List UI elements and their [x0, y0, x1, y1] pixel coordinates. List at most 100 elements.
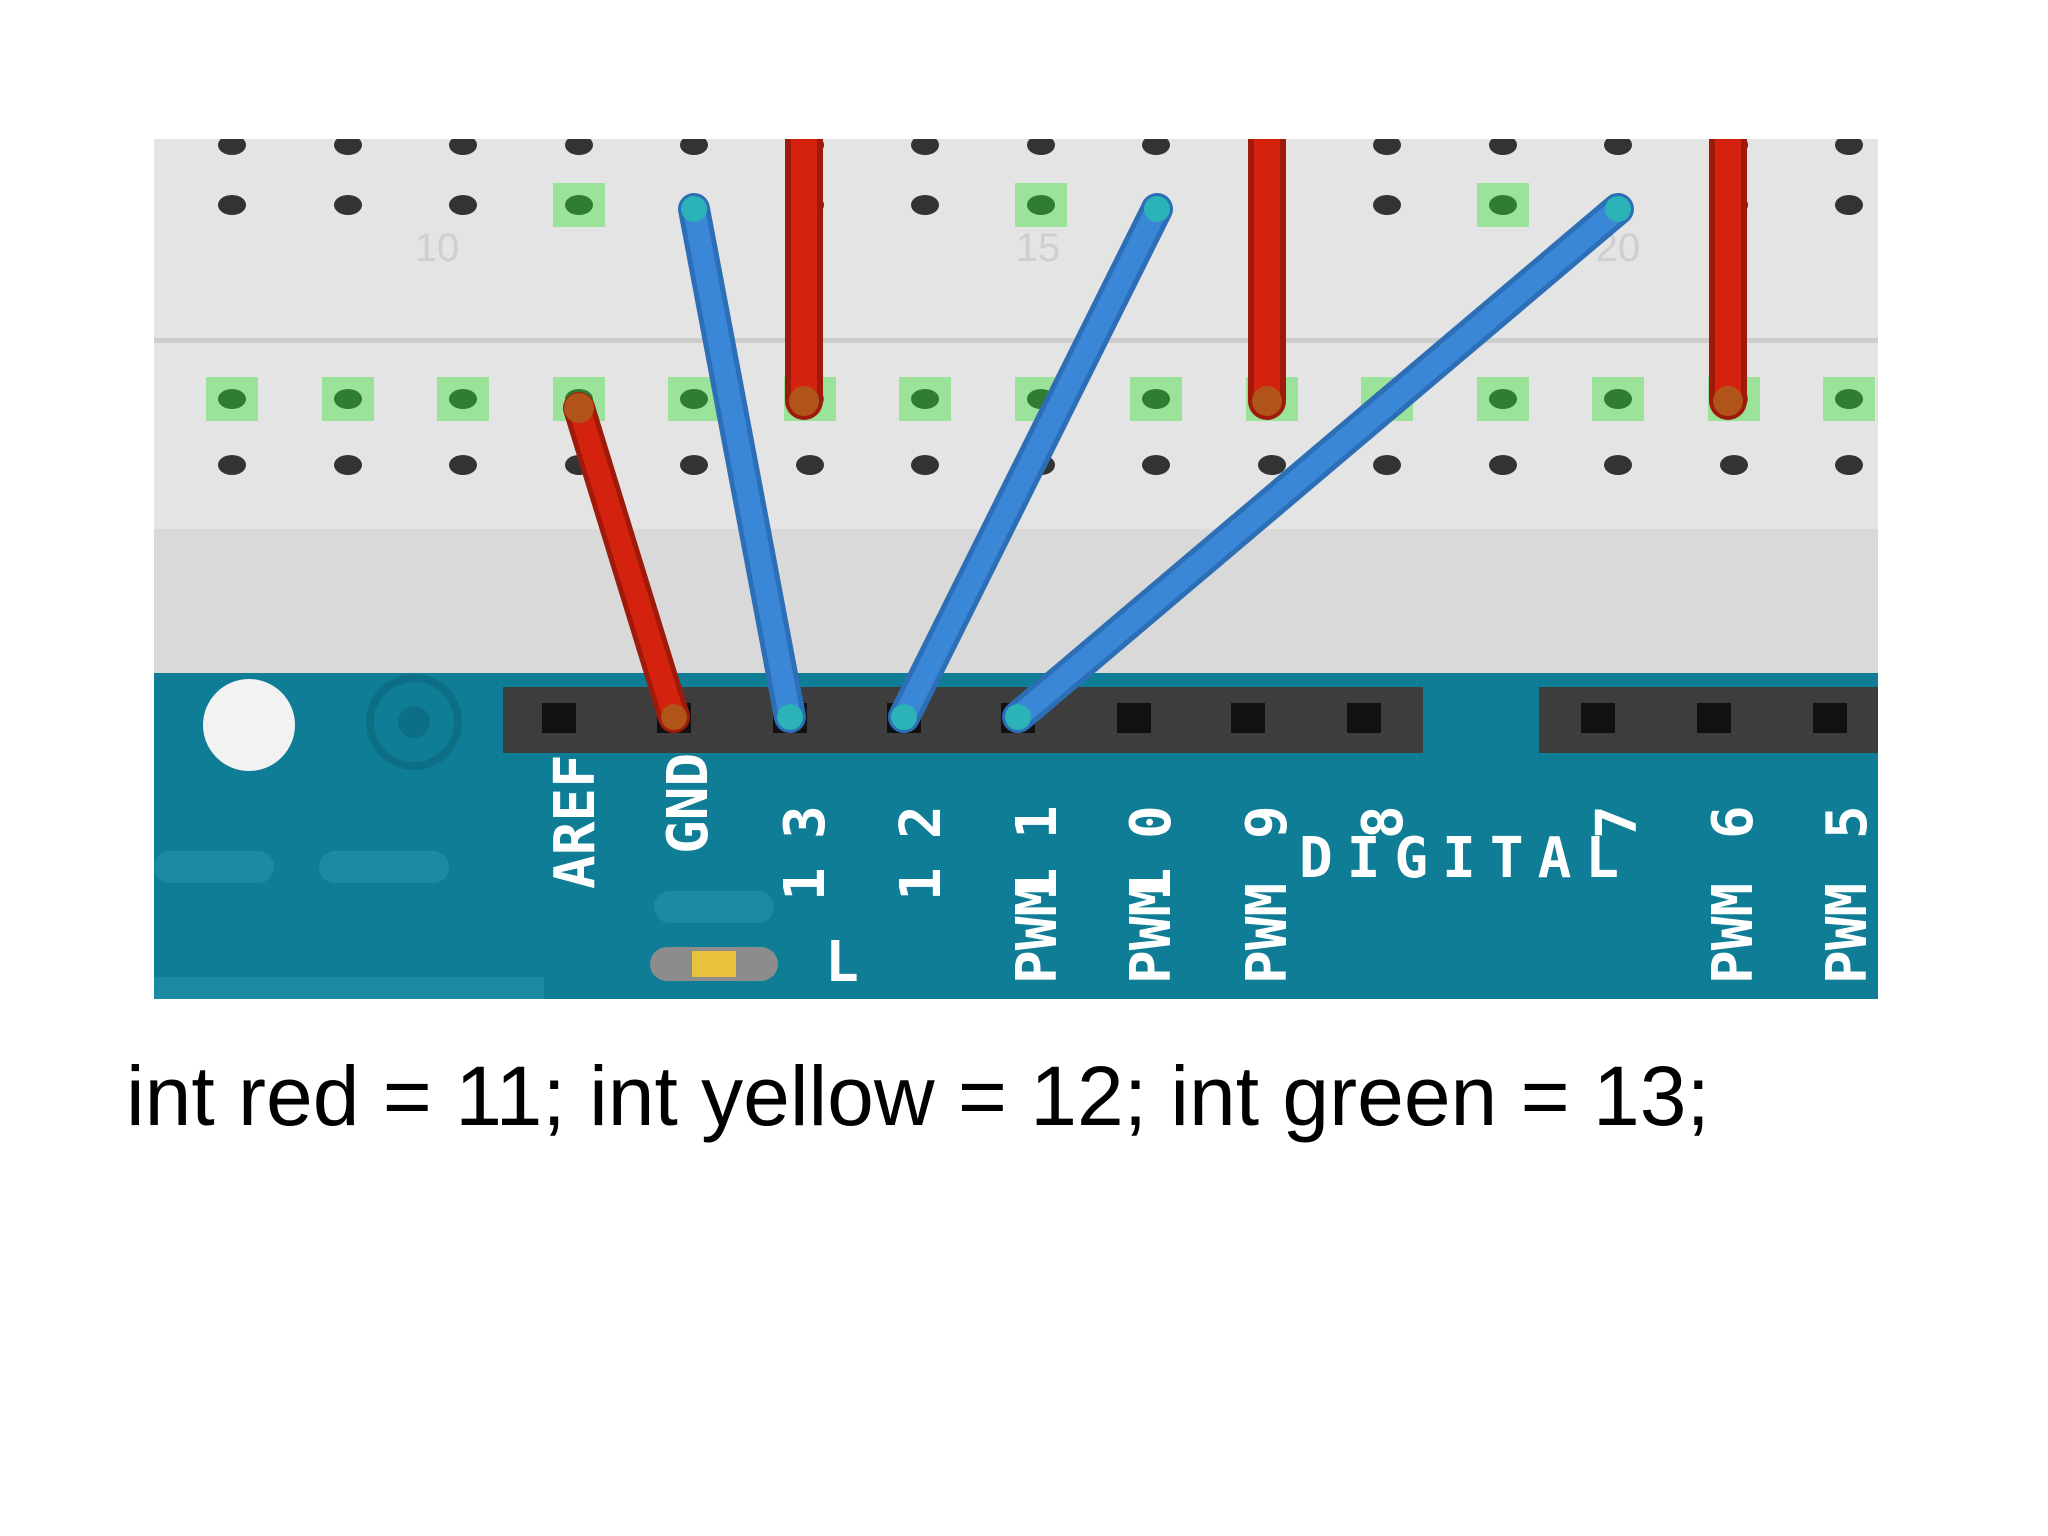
breadboard-hole: [449, 139, 477, 155]
wire-end-red-2: [1252, 386, 1282, 416]
breadboard-hole: [334, 139, 362, 155]
breadboard-hole: [1489, 139, 1517, 155]
header-pin: [1813, 703, 1847, 733]
wire-end-gnd: [661, 704, 687, 730]
row-number-10: 10: [415, 226, 460, 270]
breadboard-hole: [218, 455, 246, 475]
breadboard-hole: [1373, 455, 1401, 475]
breadboard-hole: [1835, 455, 1863, 475]
wire-end-top-13: [681, 196, 707, 222]
header-pin: [1581, 703, 1615, 733]
board-silkscreen-pad: [154, 851, 274, 883]
breadboard-hole: [1373, 195, 1401, 215]
pin-label-8: 8: [1351, 805, 1416, 839]
wires: [563, 139, 1747, 733]
breadboard-holes: [206, 139, 1875, 475]
breadboard-hole: [680, 389, 708, 409]
breadboard-hole: [449, 195, 477, 215]
breadboard-hole: [449, 455, 477, 475]
wire-blue-pin12-core: [893, 198, 1168, 728]
breadboard-hole: [334, 389, 362, 409]
breadboard-hole: [334, 455, 362, 475]
breadboard-hole: [1604, 389, 1632, 409]
onboard-led: [692, 951, 736, 977]
wire-end-red-gnd-top: [564, 393, 594, 423]
pin-sublabel-12: 1: [889, 867, 954, 901]
breadboard-hole: [1489, 455, 1517, 475]
pwm-label-6: PWM: [1701, 883, 1766, 984]
breadboard-hole: [1720, 455, 1748, 475]
code-caption: int red = 11; int yellow = 12; int green…: [126, 1049, 1710, 1143]
pwm-label-5: PWM: [1815, 883, 1878, 984]
mounting-hole: [203, 679, 295, 771]
breadboard-lower-band: [154, 529, 1878, 674]
pin-label-6: 6: [1701, 805, 1766, 839]
breadboard-hole: [1489, 389, 1517, 409]
pin-label-10: 0: [1119, 805, 1184, 839]
pin-sublabel-13: 1: [773, 867, 838, 901]
pin-label-gnd: GND: [656, 753, 721, 854]
wire-end-13: [777, 704, 803, 730]
breadboard-hole: [680, 455, 708, 475]
pin-label-7: 7: [1585, 805, 1650, 839]
breadboard-hole: [1027, 139, 1055, 155]
pin-label-11: 1: [1005, 805, 1070, 839]
breadboard-hole: [1027, 195, 1055, 215]
breadboard-hole: [218, 195, 246, 215]
wire-end-red-3: [1713, 386, 1743, 416]
breadboard-hole: [1835, 195, 1863, 215]
wire-blue-pin11-core: [1007, 198, 1629, 728]
breadboard-hole: [334, 195, 362, 215]
wire-blue-pin13-core: [683, 198, 801, 728]
breadboard-hole: [1604, 139, 1632, 155]
header-pin: [1117, 703, 1151, 733]
pwm-label-9: PWM: [1235, 883, 1300, 984]
breadboard-hole: [1835, 389, 1863, 409]
breadboard-hole: [911, 195, 939, 215]
breadboard-hole: [911, 139, 939, 155]
breadboard-hole: [565, 195, 593, 215]
wire-end-top-11: [1605, 196, 1631, 222]
breadboard-hole: [218, 389, 246, 409]
pin-label-12: 2: [889, 805, 954, 839]
breadboard-hole: [1142, 139, 1170, 155]
pin-sublabel-11: 1: [1005, 867, 1070, 901]
board-silkscreen-pad: [654, 891, 774, 923]
breadboard-hole: [565, 139, 593, 155]
board-circle-mark-inner: [398, 706, 430, 738]
header-pin: [1697, 703, 1731, 733]
breadboard-hole: [680, 139, 708, 155]
breadboard-hole: [1142, 455, 1170, 475]
wire-end-11: [1005, 704, 1031, 730]
digital-header-left: [503, 687, 1423, 753]
breadboard-divider: [154, 338, 1878, 343]
board-circle-mark: [366, 674, 462, 770]
breadboard-hole: [1373, 139, 1401, 155]
pwm-label-10: PWM: [1119, 883, 1184, 984]
breadboard-hole: [1604, 455, 1632, 475]
wire-end-top-12: [1144, 196, 1170, 222]
led-label: L: [825, 930, 859, 995]
pin-sublabel-10: 1: [1119, 867, 1184, 901]
breadboard-hole: [1489, 195, 1517, 215]
breadboard-hole: [1142, 389, 1170, 409]
pin-label-aref: AREF: [543, 754, 608, 889]
breadboard-hole: [449, 389, 477, 409]
digital-label: DIGITAL: [1299, 826, 1633, 891]
pin-label-9: 9: [1235, 805, 1300, 839]
wire-end-12: [891, 704, 917, 730]
circuit-illustration: 10 15 20 AREF GND 3 2 1 0 9 8 7 6 5 1 1 …: [154, 139, 1878, 999]
breadboard-hole: [1258, 455, 1286, 475]
row-number-15: 15: [1016, 226, 1061, 270]
header-pin: [1347, 703, 1381, 733]
breadboard-hole: [218, 139, 246, 155]
header-pin: [1231, 703, 1265, 733]
breadboard-hole: [796, 455, 824, 475]
breadboard-hole: [1835, 139, 1863, 155]
pin-label-13: 3: [773, 805, 838, 839]
wire-red-ground-core: [568, 397, 685, 728]
breadboard-hole: [911, 455, 939, 475]
board-silkscreen-pad: [154, 977, 544, 999]
pin-label-5: 5: [1815, 805, 1878, 839]
board-silkscreen-pad: [319, 851, 449, 883]
